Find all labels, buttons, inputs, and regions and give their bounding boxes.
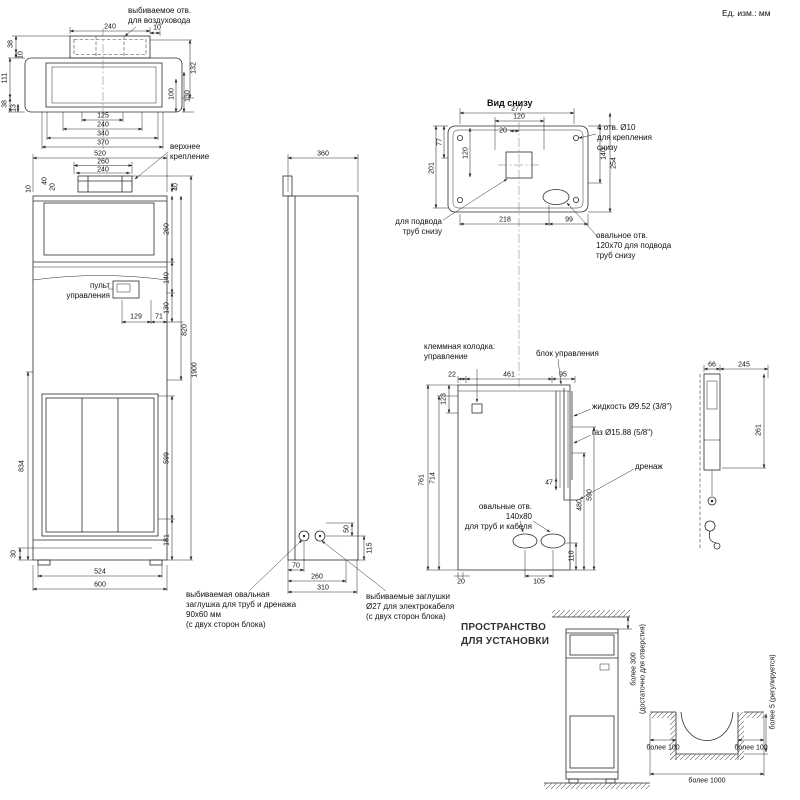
label-clearance-100-right: более 100 [734,744,768,752]
label-oval-plug: выбиваемая овальная заглушка для труб и … [186,590,297,629]
dim-bottomview-277: 277 [511,105,523,113]
label-top-mount: верхнее крепление [170,142,210,161]
dim-front-599: 599 [163,452,171,464]
dim-front-40-left: 40 [41,177,49,185]
label-duct-knockout: выбиваемое отв. для воздуховода [128,6,192,25]
dim-front-260-top: 260 [97,158,109,166]
dim-topview-38: 38 [7,40,15,48]
label-control-panel: пульт управления [66,281,110,300]
dim-topview-370: 370 [97,139,109,147]
dim-front-834: 834 [18,460,26,472]
dim-front-820: 820 [181,324,189,336]
dim-bottomview-140: 140 [600,148,608,160]
dim-front-240: 240 [97,166,109,174]
dim-topview-240b: 240 [97,121,109,129]
dim-rear-95: 95 [559,371,567,379]
label-4-holes: 4 отв. Ø10 для крепления снизу [597,123,652,152]
label-control-unit: блок управления [536,349,599,358]
dim-topview-340: 340 [97,130,109,138]
label-pipes-bottom: для подвода труб снизу [395,217,442,236]
dim-side-115: 115 [366,542,374,554]
dim-side-50: 50 [343,525,351,533]
dim-bottomview-254: 254 [610,157,618,169]
dim-front-40-right: 40 [172,183,180,191]
label-clearance-1000: более 1000 [688,777,726,785]
dim-front-129: 129 [130,313,142,321]
dim-rear-714: 714 [429,472,437,484]
dim-front-71: 71 [155,313,163,321]
label-liquid-pipe: жидкость Ø9.52 (3/8") [592,402,672,411]
label-gas-pipe: газ Ø15.88 (5/8") [592,428,653,437]
dim-side-310: 310 [317,584,329,592]
dim-rear-47: 47 [545,479,553,487]
side-view-drawing [249,154,387,594]
label-oval-bottom: овальное отв. 120x70 для подвода труб сн… [596,231,672,260]
dim-topview-240: 240 [104,23,116,31]
installation-space-title: ПРОСТРАНСТВО ДЛЯ УСТАНОВКИ [461,622,550,647]
dim-rear-20: 20 [457,578,465,586]
dim-rear-761: 761 [418,474,426,486]
rear-view-drawing [426,358,635,578]
dim-bottomview-20: 20 [499,127,507,135]
dim-topview-132: 132 [190,62,198,74]
label-clearance-100-left: более 100 [646,744,680,752]
dim-front-524: 524 [94,568,106,576]
dim-front-140: 140 [163,272,171,284]
dim-topview-130: 130 [184,90,192,102]
dim-topview-10: 10 [17,51,25,59]
dim-topview-38b: 38 [1,100,9,108]
dim-rear-590: 590 [586,489,594,501]
detail-view-drawing [699,365,769,550]
dim-rear-22: 22 [448,371,456,379]
dim-rear-105: 105 [533,578,545,586]
dim-front-130: 130 [163,302,171,314]
dim-topview-10-offset: 10 [153,24,161,32]
dim-side-260: 260 [311,573,323,581]
dim-rear-123: 123 [440,393,448,405]
dim-front-30: 30 [10,550,18,558]
dim-detail-66: 66 [708,361,716,369]
dim-bottomview-77: 77 [436,138,444,146]
dim-topview-13: 13 [10,104,18,112]
front-view-drawing [18,151,193,591]
dim-detail-261: 261 [755,424,763,436]
dim-rear-480: 480 [576,499,584,511]
dim-front-181: 181 [163,534,171,546]
dim-rear-461: 461 [503,371,515,379]
dim-topview-111: 111 [1,72,9,84]
dim-topview-100: 100 [168,88,176,100]
dim-front-260-right: 260 [163,223,171,235]
label-oval-holes: овальные отв. 140x80 для труб и кабеля [464,502,532,531]
dim-topview-125: 125 [97,112,109,120]
dim-bottomview-120-left: 120 [462,147,470,159]
dim-front-20: 20 [49,183,57,191]
dim-rear-110: 110 [568,550,576,562]
units-note: Ед. изм.: мм [722,8,771,18]
dim-front-1900: 1900 [191,362,199,378]
dim-bottomview-218: 218 [499,216,511,224]
dim-bottomview-201: 201 [428,162,436,174]
dim-front-10: 10 [25,185,33,193]
dim-bottomview-120-top: 120 [513,113,525,121]
dim-side-70: 70 [292,562,300,570]
dim-bottomview-99: 99 [565,216,573,224]
dim-detail-245: 245 [738,361,750,369]
bottom-view-drawing [433,108,612,388]
label-drain: дренаж [635,462,663,471]
bottom-view-title: Вид снизу [487,98,533,108]
label-cable-plugs: выбиваемые заглушки Ø27 для электрокабел… [366,592,455,621]
dim-front-600: 600 [94,581,106,589]
label-clearance-right: более 5 (регулируется) [769,654,777,730]
label-clearance-top: более 300 (достаточно для отверстия) [630,624,646,714]
dim-front-520: 520 [94,150,106,158]
dim-side-360: 360 [317,150,329,158]
top-view-drawing [8,26,194,150]
label-terminal-block: клеммная колодка: управление [424,342,496,361]
installation-space-drawing [544,610,768,789]
